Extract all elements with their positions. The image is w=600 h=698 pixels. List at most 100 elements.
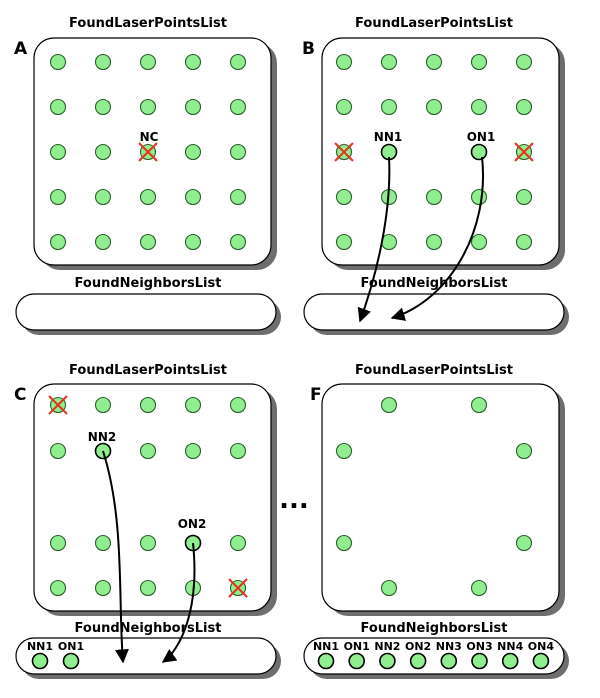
laser-point [470,396,488,414]
laser-point [184,233,202,251]
laser-point [94,396,112,414]
laser-point [94,579,112,597]
panel-c-label-nn2: NN2 [88,430,116,444]
panel-c-points [48,395,248,598]
laser-point [94,98,112,116]
panel-b-points [334,53,534,251]
laser-point [139,233,157,251]
neighbor-point [532,652,550,670]
laser-point [470,53,488,71]
neighbor-label: ON3 [466,640,492,653]
panel-c-letter: C [14,385,26,405]
ellipsis-text: ... [279,485,309,515]
laser-point [184,188,202,206]
laser-point [515,188,533,206]
panel-b-arrow-nn1 [357,156,391,323]
panel-c-neighbors-list-title: FoundNeighborsList [75,621,222,636]
panel-b-label-nn1: NN1 [374,130,402,144]
laser-point [139,396,157,414]
laser-point [184,143,202,161]
panel-b-letter: B [302,39,315,59]
laser-point [229,396,247,414]
laser-point [49,188,67,206]
laser-point [425,53,443,71]
laser-point [229,188,247,206]
laser-point [139,534,157,552]
laser-point [139,98,157,116]
laser-point [229,233,247,251]
neighbor-point [409,652,427,670]
panel-c-label-on2: ON2 [178,517,207,531]
panel-b: FoundLaserPointsList B NN1 ON1 FoundNeig… [302,16,569,335]
laser-point [94,143,112,161]
laser-point [49,579,67,597]
neighbor-point [379,652,396,670]
panel-a-neighbors-box [15,293,277,331]
laser-point [139,188,157,206]
laser-point [49,98,67,116]
panel-c-points-list-title: FoundLaserPointsList [69,363,227,378]
panel-a: FoundLaserPointsList A NC FoundNeighbors… [14,16,281,335]
neighbor-label: NN2 [374,640,400,653]
panel-a-points [49,53,247,251]
neighbor-point [501,652,519,670]
removed-point-icon [138,142,158,162]
panel-a-label-nc: NC [140,130,159,144]
laser-point [184,396,202,414]
removed-point-icon [228,578,248,598]
laser-point [229,534,247,552]
removed-point-icon [514,142,534,162]
panel-b-points-box [321,37,560,266]
laser-point [229,442,247,460]
panel-a-neighbors-list-title: FoundNeighborsList [75,276,222,291]
laser-point [229,53,247,71]
panel-b-neighbors-list-title: FoundNeighborsList [361,276,508,291]
laser-point [139,442,157,460]
panel-a-letter: A [14,39,28,59]
panel-c-neighbors-box [15,637,277,675]
neighbor-point [31,652,49,670]
laser-point [425,233,443,251]
laser-point [49,53,67,71]
panel-a-points-list-title: FoundLaserPointsList [69,16,227,31]
panel-b-neighbors-box [303,293,565,331]
laser-point [380,53,398,71]
laser-point [49,143,67,161]
neighbor-label: ON1 [58,640,84,653]
laser-point [49,534,67,552]
laser-point [425,98,443,116]
removed-point-icon [48,395,68,415]
laser-point [229,98,247,116]
panel-c-points-box [33,383,272,612]
laser-point [335,98,353,116]
laser-point [49,442,67,460]
laser-point [184,442,202,460]
panel-b-arrow-on1 [390,156,484,321]
neighbor-label: NN1 [313,640,339,653]
panel-f-points [335,396,533,597]
panel-f-points-box [321,383,560,612]
neighbor-point [317,652,335,670]
laser-point [94,233,112,251]
laser-point [335,442,353,460]
neighbor-label: NN4 [497,640,523,653]
laser-point [515,98,533,116]
removed-point-icon [334,142,354,162]
neighbor-label: ON2 [405,640,431,653]
laser-point [470,98,488,116]
laser-point [94,534,112,552]
panel-f-points-list-title: FoundLaserPointsList [355,363,513,378]
neighbor-point [348,652,366,670]
panel-f-neighbors-list-title: FoundNeighborsList [361,621,508,636]
panel-f: FoundLaserPointsList F FoundNeighborsLis… [303,363,569,679]
laser-point [425,188,443,206]
laser-point [380,579,398,597]
laser-point [335,53,353,71]
laser-point [184,53,202,71]
neighbor-label: NN3 [436,640,462,653]
laser-point [94,188,112,206]
neighbor-label: ON1 [344,640,370,653]
laser-point [515,233,533,251]
laser-point [380,396,398,414]
